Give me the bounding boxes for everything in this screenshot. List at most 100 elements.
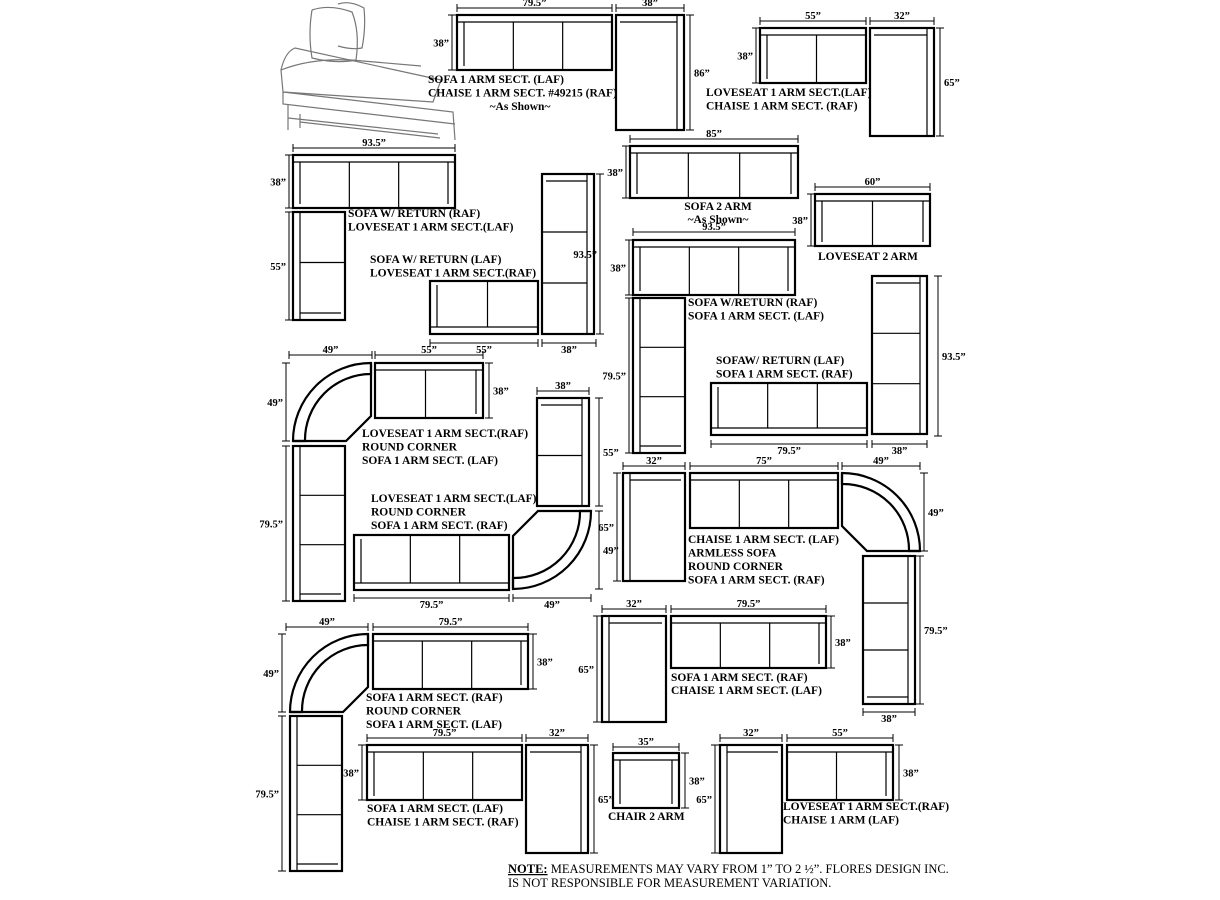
config-label: LOVESEAT 2 ARM: [818, 251, 918, 263]
config-label: SOFA 2 ARM: [684, 201, 752, 213]
config-label: SOFA 1 ARM SECT. (RAF): [671, 672, 808, 684]
measurement-note: NOTE: MEASUREMENTS MAY VARY FROM 1” TO 2…: [508, 862, 949, 890]
dimension-label: 49”: [267, 398, 283, 409]
dimension-label: 35”: [638, 737, 654, 748]
config-sofa-return-laf-loveseat: 93.5” 55” 38” SOFA W/ RETURN (LAF) LOVESEAT …: [370, 172, 604, 356]
config-sofa-chaise: 79.5”32”38”65”SOFA 1 ARM SECT. (LAF)CHAI…: [343, 728, 614, 855]
config-sofa-chaise-hero: 79.5” 38” 38” 86”: [433, 0, 710, 132]
config-label: SOFA W/ RETURN (LAF): [370, 254, 502, 266]
dimension-label: 32”: [626, 599, 642, 610]
config-loveseat-laf-corner-sofa: 38”55”49”79.5”49”LOVESEAT 1 ARM SECT.(LA…: [352, 381, 619, 611]
dimension-label: 32”: [743, 728, 759, 739]
dimension-label: 79.5”: [439, 617, 463, 628]
dimension-label: 49”: [544, 600, 560, 611]
config-label: LOVESEAT 1 ARM SECT.(LAF): [706, 87, 872, 99]
config-loveseat-chaise: 55” 32” 38” 65” LOVESEAT 1 ARM SECT.(LAF) CHA…: [706, 11, 960, 138]
dimension-label: 93.5”: [362, 138, 386, 149]
config-label: SOFA 1 ARM SECT. (RAF): [366, 692, 503, 704]
dimension-label: 93.5”: [942, 352, 966, 363]
config-label: SOFA 1 ARM SECT. (LAF): [428, 74, 564, 86]
config-label: CHAISE 1 ARM (LAF): [783, 815, 899, 827]
config-sofa-corner-sofa: 49” 79.5” 49” 38” 79.5” SOFA 1 ARM SECT. (RAF…: [255, 617, 553, 873]
config-label: CHAIR 2 ARM: [608, 811, 685, 823]
dimension-label: 65”: [598, 795, 614, 806]
dimension-label: 86”: [694, 69, 710, 80]
config-label: LOVESEAT 1 ARM SECT.(RAF): [362, 428, 528, 440]
note-text: MEASUREMENTS MAY VARY FROM 1” TO 2 ½”. F…: [548, 862, 949, 876]
dimension-label: 49”: [323, 345, 339, 356]
config-label: SOFA W/ RETURN (RAF): [348, 208, 480, 220]
config-label: ROUND CORNER: [362, 442, 458, 454]
config-sofa-return-raf-sofa: 93.5” 38” 79.5” SOFA W/RETURN (RAF) SOFA 1 A…: [602, 222, 824, 455]
config-chaise-armless-corner-sofa: 32”75”49”65”49”79.5”38”CHAISE 1 ARM SECT…: [598, 456, 947, 725]
dimension-label: 79.5”: [523, 0, 547, 9]
config-label: SOFA 1 ARM SECT. (RAF): [716, 369, 853, 381]
dimension-label: 38”: [835, 638, 851, 649]
config-loveseat-2-arm: 60” 38” LOVESEAT 2 ARM: [792, 177, 932, 263]
config-label: SOFA 1 ARM SECT. (LAF): [367, 803, 503, 815]
dimension-label: 38”: [642, 0, 658, 9]
config-chaise-sofa: 32”79.5”65”38”SOFA 1 ARM SECT. (RAF)CHAI…: [578, 599, 851, 724]
config-label: SOFA W/RETURN (RAF): [688, 297, 817, 309]
dimension-label: 49”: [928, 508, 944, 519]
dimension-label: 32”: [549, 728, 565, 739]
config-label: SOFA 1 ARM SECT. (RAF): [688, 575, 825, 587]
dimension-label: 38”: [343, 769, 359, 780]
config-loveseat-corner-sofa: 49”55”49”38”79.5”LOVESEAT 1 ARM SECT.(RA…: [259, 345, 528, 603]
config-label: ROUND CORNER: [371, 507, 467, 519]
config-label: SOFA 1 ARM SECT. (LAF): [362, 455, 498, 467]
dimension-label: 49”: [319, 617, 335, 628]
dimension-label: 55”: [476, 345, 492, 356]
dimension-label: 38”: [493, 387, 509, 398]
config-label: CHAISE 1 ARM SECT. (LAF): [671, 685, 822, 697]
note-prefix: NOTE:: [508, 862, 548, 876]
config-sofa-return-laf-sofa: 93.5” 79.5” 38” SOFAW/ RETURN (LAF) SOFA 1 A…: [709, 274, 966, 457]
config-label: SOFAW/ RETURN (LAF): [716, 355, 844, 367]
dimension-label: 93.5”: [573, 250, 597, 261]
dimension-label: 38”: [537, 658, 553, 669]
dimension-label: 79.5”: [433, 728, 457, 739]
dimension-label: 38”: [792, 216, 808, 227]
config-label: ROUND CORNER: [366, 706, 462, 718]
dimension-label: 65”: [578, 665, 594, 676]
dimension-label: 38”: [610, 264, 626, 275]
dimension-label: 65”: [598, 523, 614, 534]
dimension-label: 75”: [756, 456, 772, 467]
dimension-label: 55”: [805, 11, 821, 22]
dimension-label: 93.5”: [702, 222, 726, 233]
dimension-label: 55”: [832, 728, 848, 739]
dimension-label: 38”: [561, 345, 577, 356]
dimension-label: 79.5”: [777, 446, 801, 457]
dimension-label: 55”: [421, 345, 437, 356]
dimension-label: 38”: [903, 769, 919, 780]
config-label: ~As Shown~: [688, 214, 749, 226]
dimension-label: 79.5”: [420, 600, 444, 611]
dimension-label: 79.5”: [924, 626, 948, 637]
dimension-label: 85”: [706, 129, 722, 140]
dimension-label: 38”: [433, 39, 449, 50]
dimension-label: 32”: [646, 456, 662, 467]
config-sofa-return-raf-loveseat: 93.5”38”55”SOFA W/ RETURN (RAF)LOVESEAT …: [270, 138, 514, 322]
dimension-label: 65”: [944, 78, 960, 89]
config-label: SOFA 1 ARM SECT. (LAF): [688, 311, 824, 323]
config-label: CHAISE 1 ARM SECT. (RAF): [706, 101, 858, 113]
config-label: CHAISE 1 ARM SECT. (LAF): [688, 534, 839, 546]
dimension-label: 38”: [892, 446, 908, 457]
note-line-1: NOTE: MEASUREMENTS MAY VARY FROM 1” TO 2…: [508, 862, 949, 876]
dimension-label: 49”: [263, 669, 279, 680]
dimension-label: 55”: [270, 262, 286, 273]
config-label: LOVESEAT 1 ARM SECT.(RAF): [370, 268, 536, 280]
dimension-label: 65”: [696, 795, 712, 806]
dimension-label: 38”: [881, 714, 897, 725]
config-label: ~As Shown~: [490, 101, 551, 113]
config-label: LOVESEAT 1 ARM SECT.(RAF): [783, 801, 949, 813]
config-chaise-loveseat: 32” 55” 65” 38” LOVESEAT 1 ARM SECT.(RAF) CHA…: [696, 728, 949, 855]
dimension-label: 79.5”: [255, 790, 279, 801]
dimension-label: 60”: [865, 177, 881, 188]
config-label: SOFA 1 ARM SECT. (LAF): [366, 719, 502, 731]
dimension-label: 38”: [737, 52, 753, 63]
config-label: CHAISE 1 ARM SECT. #49215 (RAF): [428, 88, 617, 100]
dimension-label: 32”: [894, 11, 910, 22]
dimension-label: 38”: [270, 178, 286, 189]
config-sofa-2-arm: 85”38”SOFA 2 ARM~As Shown~: [607, 129, 800, 226]
